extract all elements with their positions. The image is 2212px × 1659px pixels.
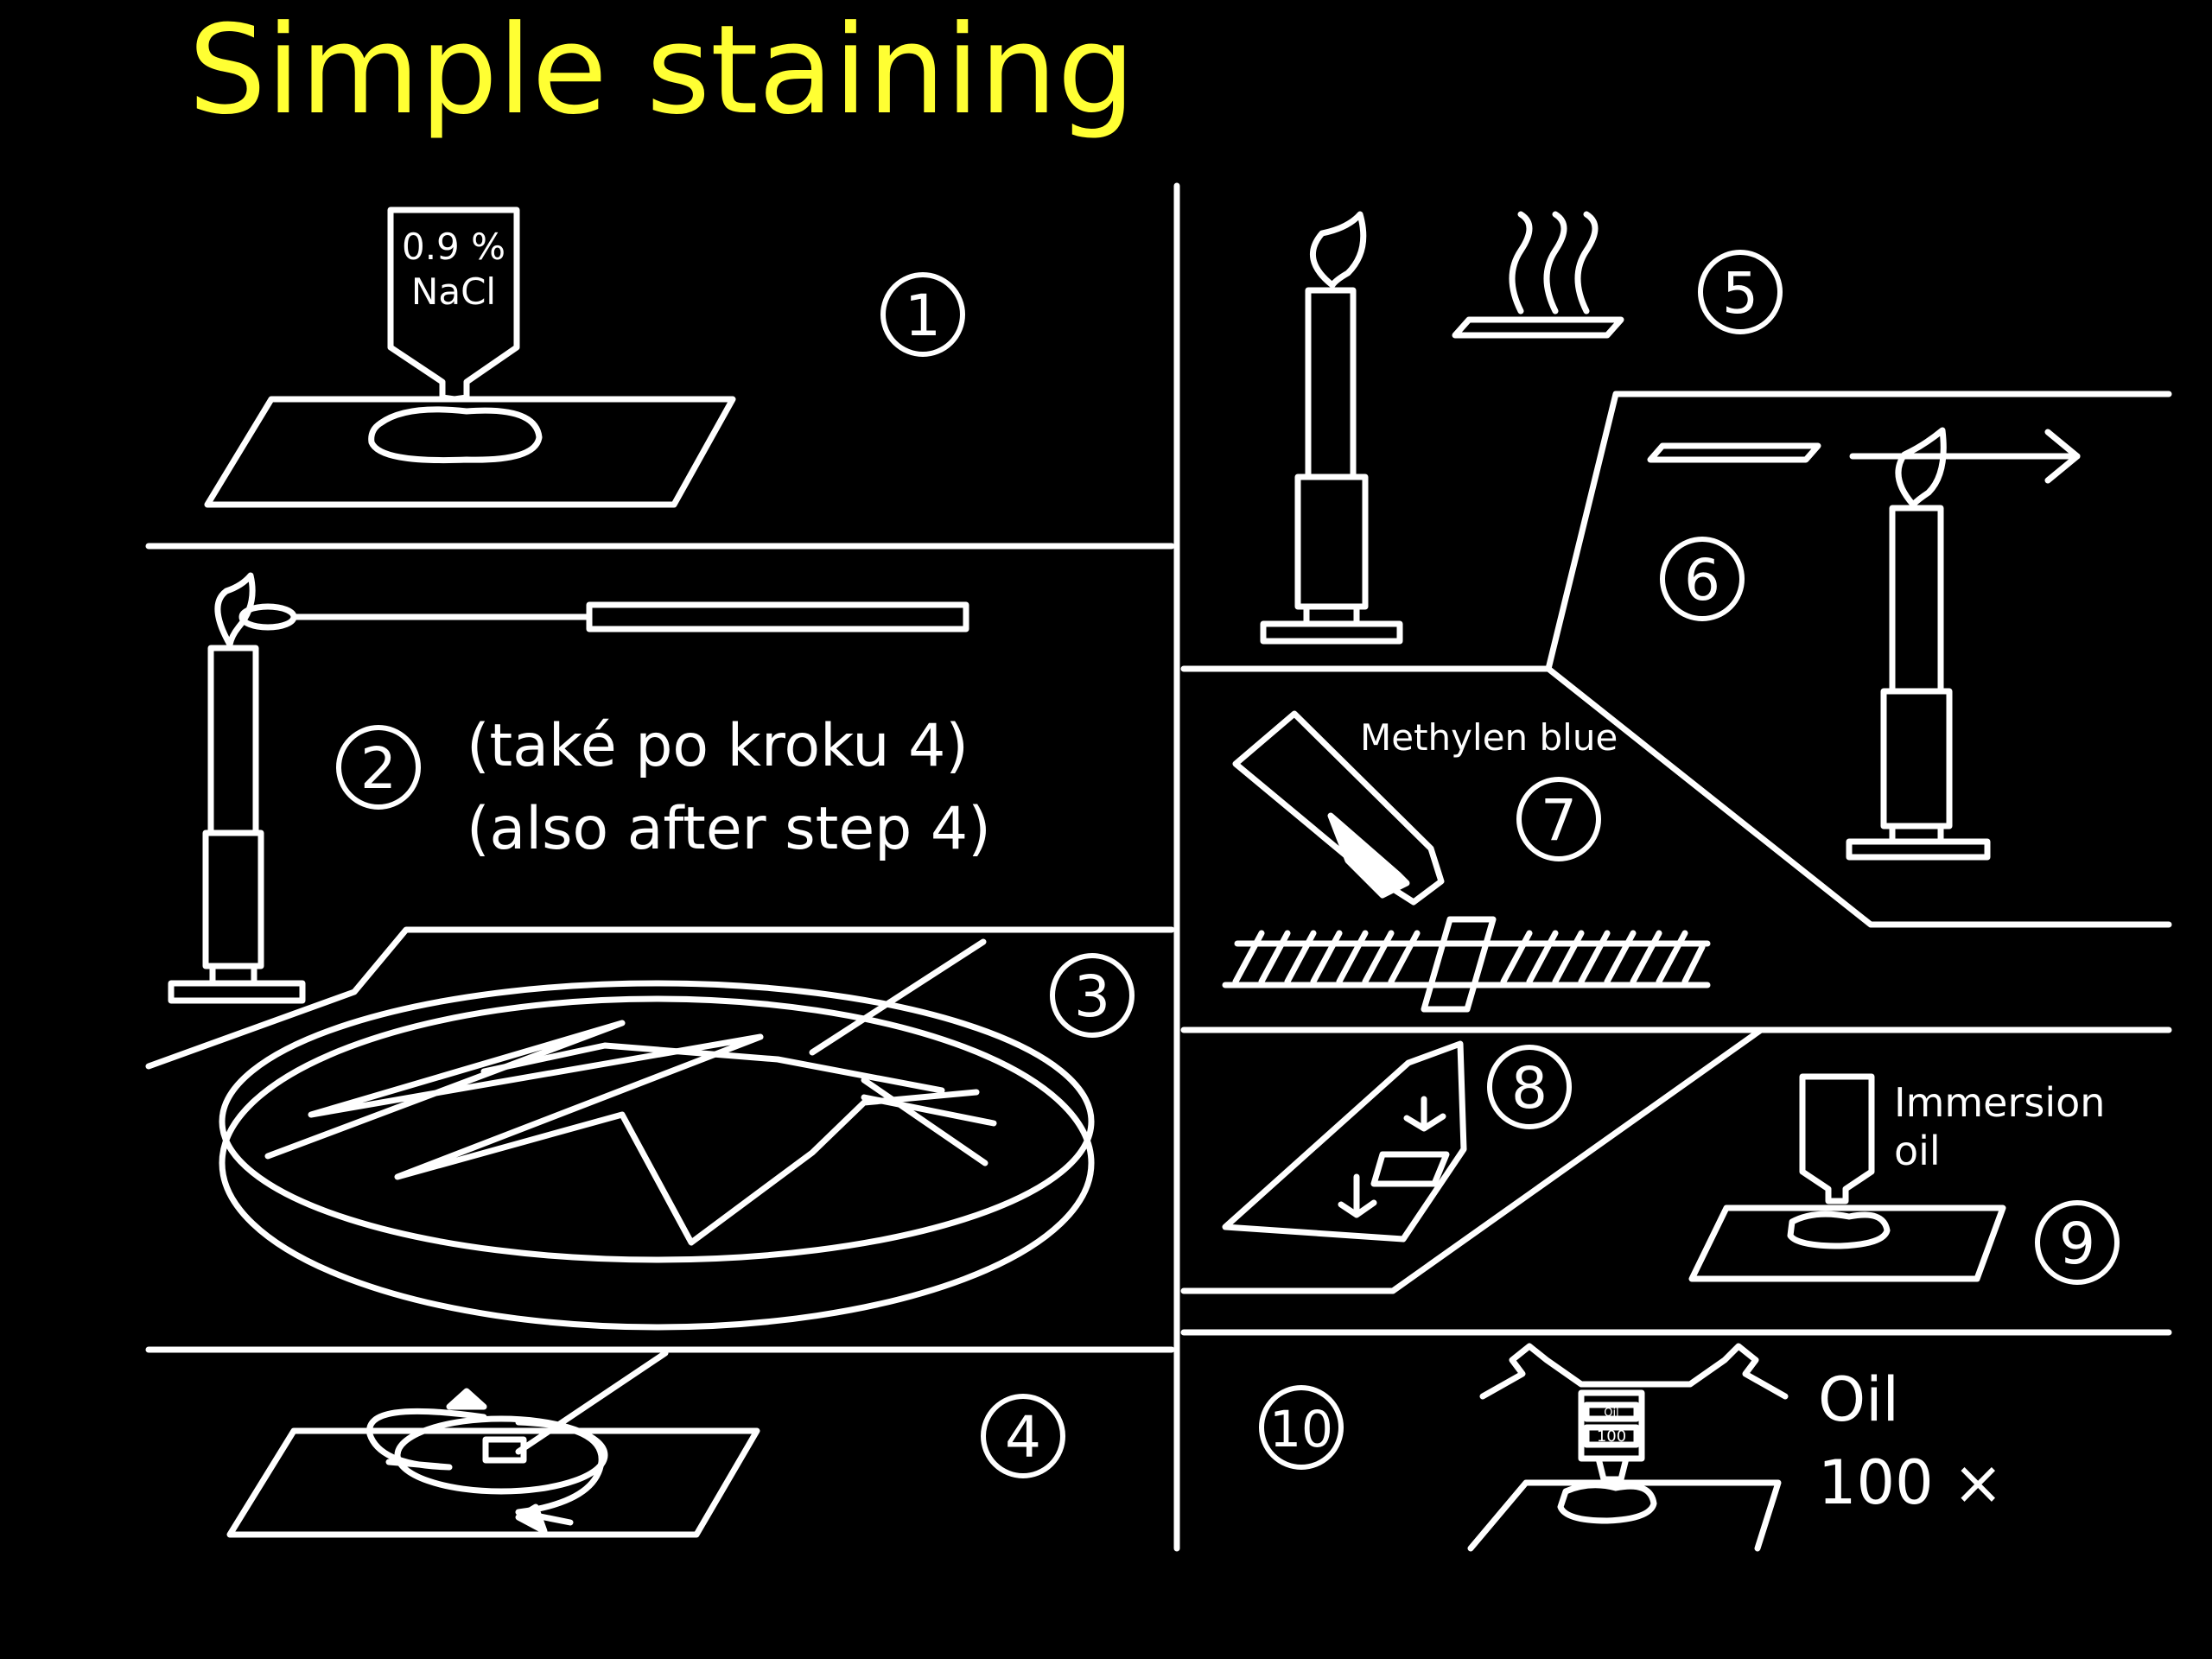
step-circle-5 bbox=[1698, 250, 1783, 334]
objective-mag-marking: 100 bbox=[1597, 1427, 1626, 1446]
objective-lens bbox=[1578, 1389, 1645, 1462]
oil-dropper bbox=[1799, 1073, 1875, 1205]
inoculation-loop bbox=[515, 1350, 669, 1455]
staining-bridge bbox=[1232, 930, 1706, 985]
nacl-label-line1: 0.9 % bbox=[402, 226, 505, 268]
step-number-1: 1 bbox=[905, 283, 941, 349]
step-number-8: 8 bbox=[1511, 1055, 1548, 1122]
step4-illustration bbox=[226, 1350, 760, 1538]
methylene-blue-label: Methylen blue bbox=[1360, 716, 1618, 759]
glass-slide bbox=[1688, 1205, 2006, 1282]
step5-illustration bbox=[1260, 211, 1624, 645]
arrowhead bbox=[446, 1388, 487, 1410]
panel-dividers bbox=[145, 182, 2172, 1552]
glass-slide bbox=[1647, 442, 1821, 463]
step-circle-1 bbox=[880, 272, 965, 357]
step8-illustration bbox=[1222, 1040, 1467, 1243]
step2-note-en: (also after step 4) bbox=[467, 795, 991, 863]
step3-illustration bbox=[219, 938, 1095, 1331]
loop-handle bbox=[586, 601, 969, 632]
step1-illustration bbox=[204, 207, 736, 508]
arrowhead bbox=[515, 1503, 548, 1535]
objective-oil-marking: Oil bbox=[1604, 1407, 1618, 1420]
step-number-7: 7 bbox=[1541, 787, 1577, 854]
step-circle-3 bbox=[1050, 953, 1135, 1038]
step-circle-8 bbox=[1487, 1045, 1572, 1129]
dye-bottle-fill bbox=[1327, 812, 1410, 899]
step-number-6: 6 bbox=[1684, 547, 1720, 613]
step-number-4: 4 bbox=[1005, 1404, 1041, 1471]
drip-arrow bbox=[1338, 1173, 1377, 1218]
step10-illustration bbox=[1467, 1343, 1789, 1552]
step7-illustration bbox=[1222, 710, 1711, 1013]
step-circle-4 bbox=[981, 1394, 1065, 1478]
step2-note-cz: (také po kroku 4) bbox=[467, 712, 969, 780]
step-circle-10 bbox=[1259, 1385, 1344, 1470]
step-circle-6 bbox=[1660, 537, 1745, 621]
flame-icon bbox=[1310, 211, 1367, 289]
staining-slide bbox=[1421, 916, 1497, 1013]
smear bbox=[394, 1415, 608, 1495]
step6-illustration bbox=[1647, 427, 2081, 861]
flame-icon bbox=[214, 572, 256, 648]
step2-illustration bbox=[168, 572, 969, 1004]
glass-slide bbox=[1467, 1479, 1782, 1552]
step-number-5: 5 bbox=[1722, 260, 1758, 327]
oil-drop bbox=[1787, 1211, 1891, 1249]
bunsen-burner-6 bbox=[1846, 505, 1991, 861]
step-circle-7 bbox=[1516, 777, 1601, 861]
bacterial-streaks bbox=[264, 1020, 980, 1246]
step-circle-2 bbox=[336, 725, 421, 810]
flame-icon bbox=[1895, 427, 1947, 508]
drying-slide bbox=[1452, 316, 1624, 339]
step-number-3: 3 bbox=[1074, 963, 1110, 1030]
step-number-10: 10 bbox=[1269, 1400, 1333, 1459]
liquid-drop bbox=[368, 406, 543, 464]
immersion-oil-label-line2: oil bbox=[1894, 1128, 1941, 1174]
petri-dish-lid bbox=[219, 980, 1095, 1263]
immersion-oil-label-line1: Immersion bbox=[1894, 1079, 2105, 1126]
nacl-label-line2: NaCl bbox=[411, 270, 496, 313]
step-circle-9 bbox=[2035, 1200, 2120, 1285]
oil-label: Oil bbox=[1818, 1364, 1899, 1435]
slide-title: Simple staining bbox=[188, 0, 1135, 142]
dropper-bottle bbox=[387, 207, 520, 403]
microscope-nosepiece bbox=[1479, 1343, 1789, 1400]
drip-arrow bbox=[1403, 1096, 1446, 1132]
bunsen-burner-5 bbox=[1260, 287, 1403, 645]
glass-slide bbox=[204, 396, 736, 508]
inoculation-loop bbox=[809, 938, 987, 1056]
circular-arrow bbox=[366, 1408, 605, 1526]
magnification-label: 100 × bbox=[1818, 1447, 2004, 1518]
tilted-slide bbox=[1222, 1040, 1467, 1243]
step-number-2: 2 bbox=[360, 735, 397, 802]
steam-lines bbox=[1509, 211, 1599, 315]
step9-illustration bbox=[1688, 1073, 2006, 1282]
petri-dish-base bbox=[219, 995, 1095, 1331]
step-number-9: 9 bbox=[2059, 1211, 2095, 1277]
bunsen-burner-2 bbox=[168, 645, 306, 1004]
glass-slide bbox=[226, 1427, 760, 1538]
